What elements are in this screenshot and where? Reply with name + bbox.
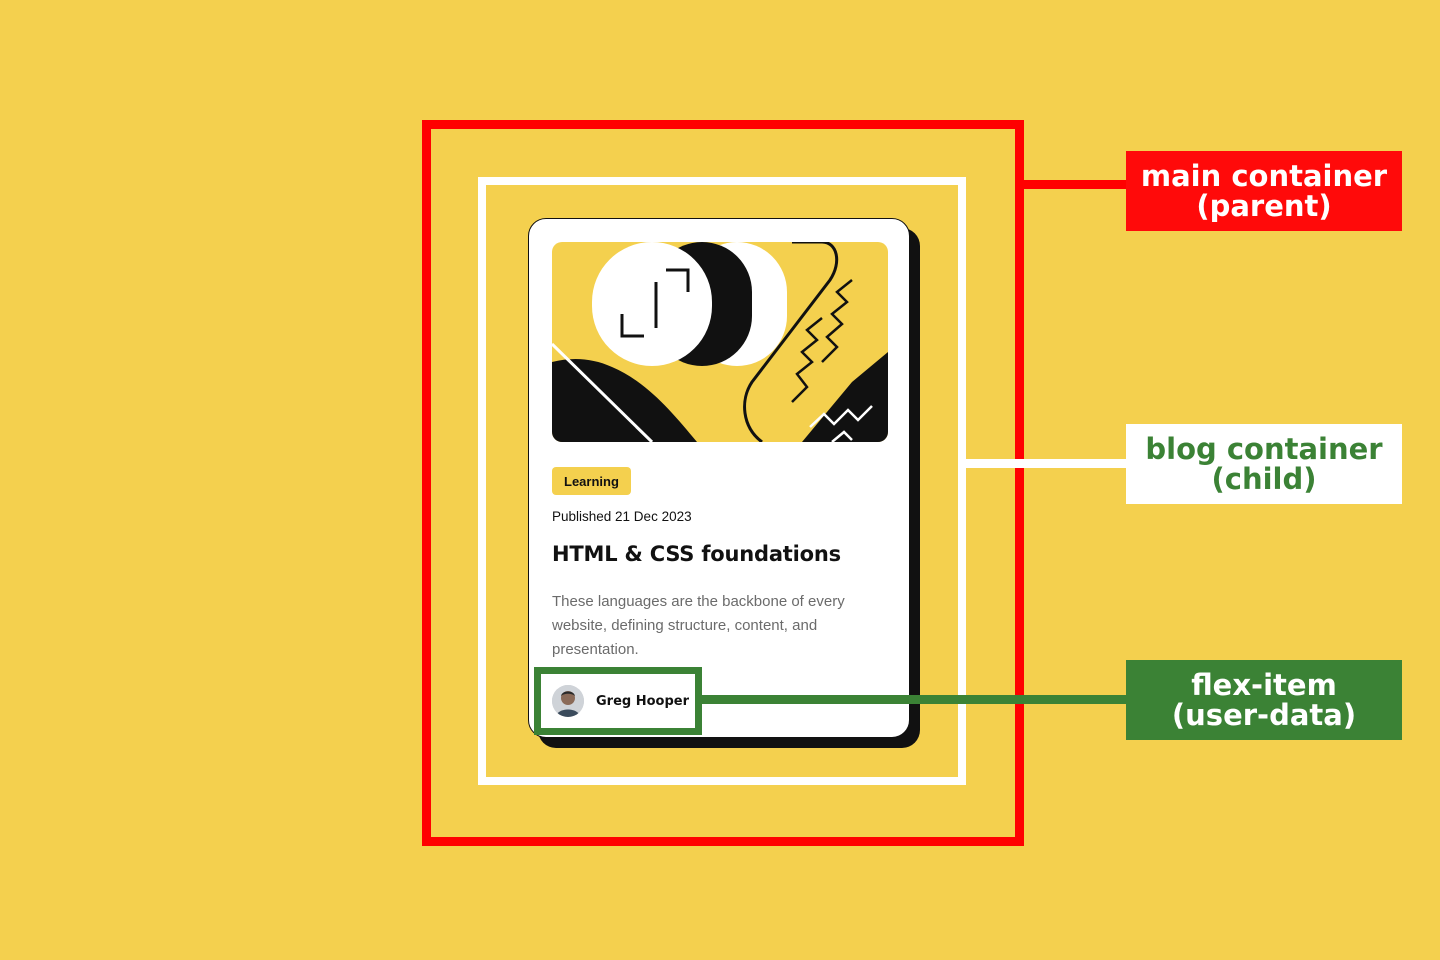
label-flex-line1: flex-item [1191, 668, 1337, 702]
avatar-image [552, 685, 584, 717]
flex-item-connector [700, 695, 1128, 704]
label-flex-line2: (user-data) [1171, 698, 1357, 732]
flex-item-frame: Greg Hooper [534, 667, 702, 735]
author-avatar [552, 685, 584, 717]
card-illustration [552, 242, 888, 442]
card-description: These languages are the backbone of ever… [552, 593, 845, 658]
label-flex-item: flex-item (user-data) [1126, 660, 1402, 740]
card-title[interactable]: HTML & CSS foundations [552, 542, 841, 566]
label-blog-line1: blog container [1145, 432, 1383, 466]
label-main-container: main container (parent) [1126, 151, 1402, 231]
blog-container-connector [960, 459, 1128, 468]
main-container-frame [422, 120, 1024, 846]
published-date: Published 21 Dec 2023 [552, 509, 692, 524]
blog-container-frame [478, 177, 966, 785]
main-container-connector [1015, 180, 1127, 189]
user-data: Greg Hooper [541, 674, 695, 728]
category-tag[interactable]: Learning [552, 467, 631, 495]
label-blog-container: blog container (child) [1126, 424, 1402, 504]
label-blog-line2: (child) [1211, 462, 1317, 496]
label-main-line2: (parent) [1196, 189, 1332, 223]
blog-card: Learning Published 21 Dec 2023 HTML & CS… [528, 218, 910, 738]
label-main-line1: main container [1140, 159, 1388, 193]
illustration-graphic [552, 242, 888, 442]
author-name[interactable]: Greg Hooper [596, 693, 690, 709]
